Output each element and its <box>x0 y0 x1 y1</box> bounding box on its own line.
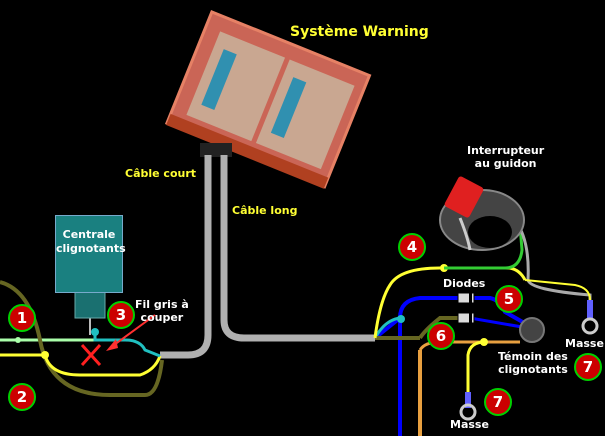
cut-arrow-head-icon <box>106 339 118 351</box>
cut-mark-icon <box>80 343 102 367</box>
label-centrale: Centrale clignotants <box>56 228 126 256</box>
marker-4: 4 <box>398 233 426 261</box>
label-temoin: Témoin des clignotants <box>498 350 568 376</box>
label-cable-court: Câble court <box>125 167 197 180</box>
junction-yellow-left <box>41 351 49 359</box>
marker-2: 2 <box>8 383 36 411</box>
marker-1: 1 <box>8 304 36 332</box>
wire-grey-cut <box>93 330 161 358</box>
wire-diode-out <box>469 316 529 330</box>
diode-bottom-icon <box>457 312 475 324</box>
label-interrupteur: Interrupteur au guidon <box>467 144 545 170</box>
wire-blue-top <box>398 296 460 319</box>
wire-yellow-masse <box>466 340 486 395</box>
wire-blue-down <box>373 313 402 436</box>
diode-top-icon <box>457 292 475 304</box>
marker-3: 3 <box>107 301 135 329</box>
wire-switch-ground <box>513 219 592 318</box>
junction-yellow-temoin <box>480 338 488 346</box>
marker-7-right: 7 <box>574 353 602 381</box>
relay-connector <box>200 143 232 157</box>
label-masse-right: Masse <box>565 337 604 350</box>
wire-yellow-ground <box>524 279 591 301</box>
label-diodes: Diodes <box>443 277 486 290</box>
wire-left-olive <box>0 280 164 397</box>
ground-lug-bottom-icon <box>459 392 477 421</box>
marker-5: 5 <box>495 285 523 313</box>
marker-7-bottom: 7 <box>484 388 512 416</box>
ground-lug-right-icon <box>581 300 599 335</box>
cable-long-wire <box>220 155 375 342</box>
junction-cyan-left <box>91 328 99 336</box>
handlebar-switch-icon <box>439 176 525 251</box>
wire-left-yellow <box>0 353 162 377</box>
marker-6: 6 <box>427 322 455 350</box>
temoin-lamp-icon <box>519 317 545 343</box>
wire-yellow-right <box>373 266 527 339</box>
centrale-base <box>74 291 106 319</box>
junction-green-left <box>15 337 21 343</box>
wire-green-switch <box>444 224 524 270</box>
junction-cyan-right <box>397 315 405 323</box>
centrale-clignotants-box: Centrale clignotants <box>55 215 126 293</box>
label-masse-bottom: Masse <box>450 418 489 431</box>
label-cable-long: Câble long <box>232 204 298 217</box>
cable-court-wire <box>160 155 212 359</box>
label-fil-gris: Fil gris à couper <box>135 298 189 324</box>
cut-arrow <box>109 314 156 349</box>
diagram-title: Système Warning <box>290 24 429 40</box>
